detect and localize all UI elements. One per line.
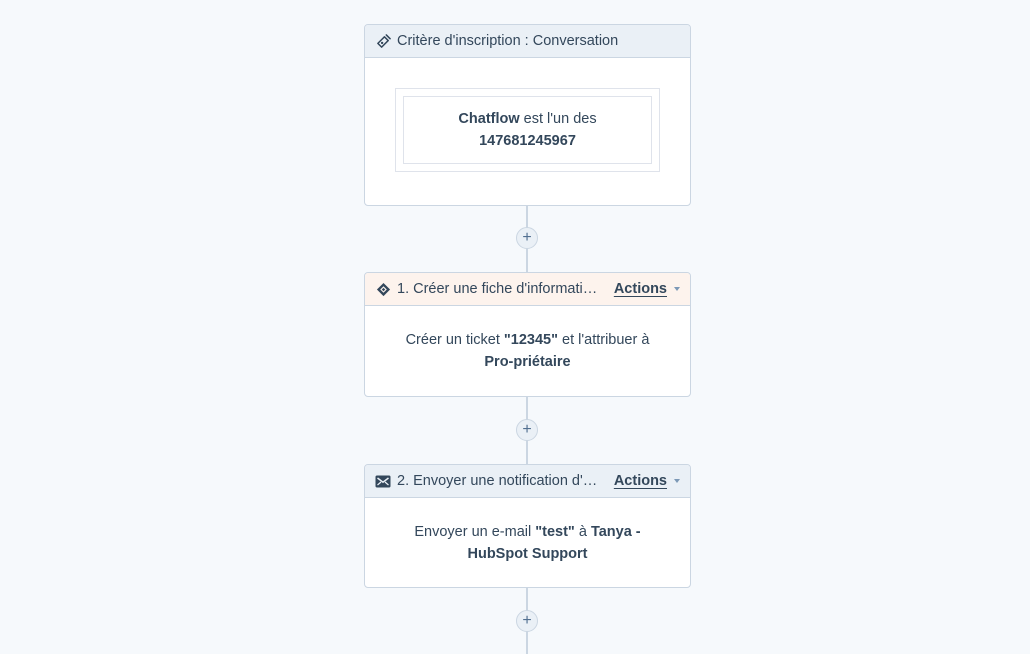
email-recipient: Tanya - HubSpot Support (467, 524, 641, 562)
plus-icon: + (522, 421, 532, 438)
criteria-operator: est l'un des (523, 111, 597, 127)
trigger-icon (375, 33, 391, 49)
action-card-send-email[interactable]: 2. Envoyer une notification d'e-mail int… (364, 464, 691, 588)
action-card-create-ticket[interactable]: 1. Créer une fiche d'informations Action… (364, 272, 691, 397)
actions-label: Actions (613, 473, 667, 489)
ticket-assignee: Pro-priétaire (484, 354, 571, 370)
email-name: "test" (535, 524, 575, 540)
criteria-filter[interactable]: Chatflow est l'un des 147681245967 (403, 96, 652, 164)
actions-dropdown[interactable]: Actions (614, 281, 680, 297)
action-title: 2. Envoyer une notification d'e-mail int… (397, 473, 602, 489)
add-action-button[interactable]: + (516, 419, 538, 441)
action-text: et l'attribuer à (562, 332, 650, 348)
caret-down-icon (674, 479, 680, 483)
enrollment-trigger-card[interactable]: Critère d'inscription : Conversation Cha… (364, 24, 691, 206)
action-text: Créer un ticket (405, 332, 500, 348)
action-text: à (578, 524, 587, 540)
plus-icon: + (522, 229, 532, 246)
ticket-name: "12345" (503, 332, 558, 348)
trigger-title: Critère d'inscription : Conversation (397, 33, 619, 49)
actions-dropdown[interactable]: Actions (614, 473, 680, 489)
caret-down-icon (674, 287, 680, 291)
action-header-create-ticket[interactable]: 1. Créer une fiche d'informations Action… (365, 273, 690, 306)
plus-icon: + (522, 612, 532, 629)
envelope-icon (375, 473, 391, 489)
criteria-value: 147681245967 (479, 133, 576, 149)
actions-label: Actions (613, 281, 667, 297)
ticket-icon (375, 281, 391, 297)
criteria-box: Chatflow est l'un des 147681245967 (395, 88, 660, 172)
trigger-header[interactable]: Critère d'inscription : Conversation (365, 25, 690, 58)
criteria-property: Chatflow (458, 111, 520, 127)
add-action-button[interactable]: + (516, 610, 538, 632)
action-title: 1. Créer une fiche d'informations (397, 281, 602, 297)
action-header-send-email[interactable]: 2. Envoyer une notification d'e-mail int… (365, 465, 690, 498)
action-text: Envoyer un e-mail (414, 524, 532, 540)
add-action-button[interactable]: + (516, 227, 538, 249)
